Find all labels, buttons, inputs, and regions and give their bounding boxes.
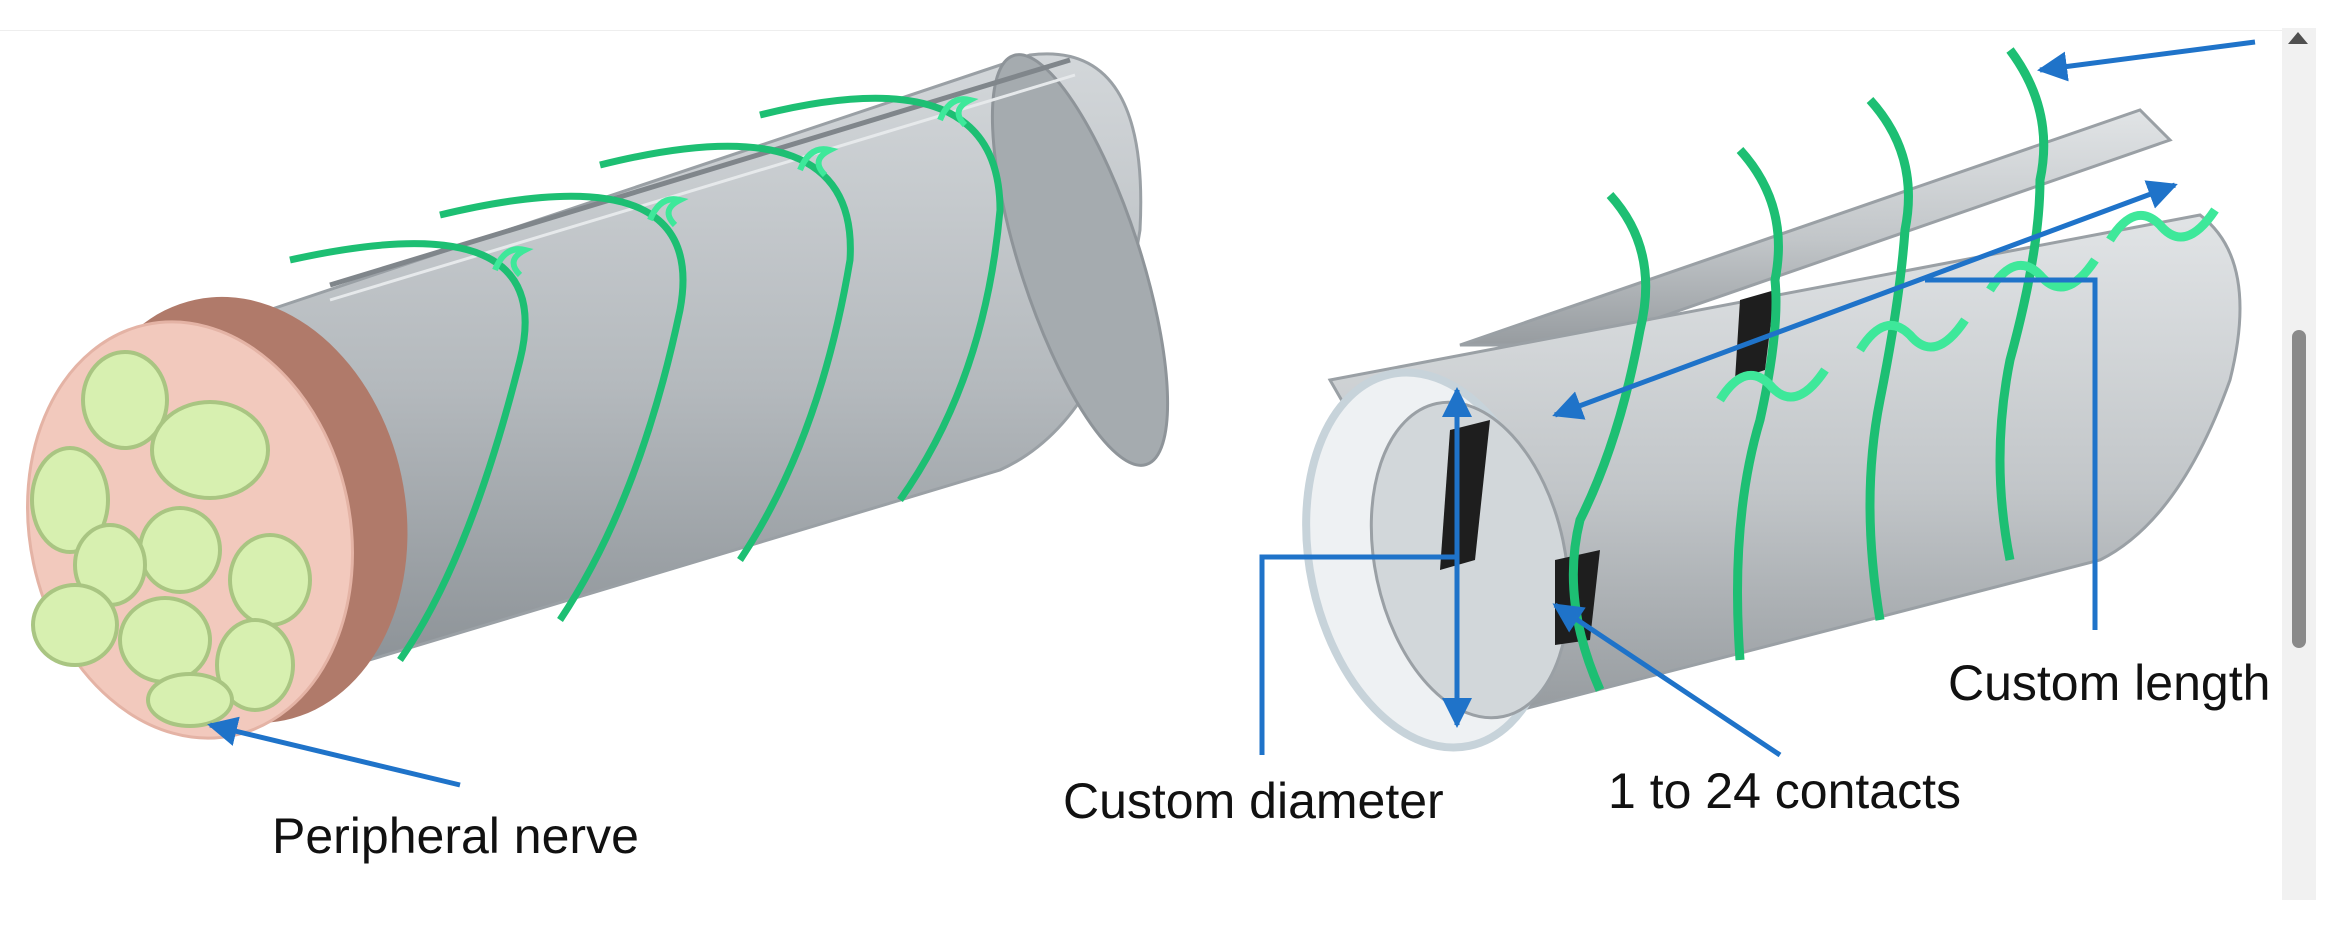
label-custom-diameter: Custom diameter bbox=[1063, 773, 1444, 829]
nerve-arrow bbox=[207, 716, 461, 788]
fascicle bbox=[138, 506, 222, 594]
scroll-up-arrow-icon[interactable] bbox=[2288, 32, 2308, 44]
label-custom-length: Custom length bbox=[1948, 655, 2270, 711]
length-leader bbox=[1925, 277, 2098, 630]
diameter-leader bbox=[1259, 554, 1457, 755]
label-contacts: 1 to 24 contacts bbox=[1608, 763, 1961, 819]
left-helix-hook-2 bbox=[647, 196, 689, 228]
fascicle bbox=[30, 446, 110, 554]
fascicle bbox=[215, 618, 295, 712]
left-helix-1 bbox=[289, 240, 529, 663]
left-helix-hook-3 bbox=[797, 146, 839, 178]
left-cuff-far-end bbox=[990, 53, 1170, 467]
helix-arrow bbox=[2037, 39, 2256, 82]
left-helix-hook-4 bbox=[937, 96, 979, 128]
top-divider bbox=[0, 30, 2282, 31]
fascicle bbox=[81, 350, 169, 450]
left-helix-3 bbox=[599, 142, 854, 562]
fascicle bbox=[146, 672, 234, 728]
left-cuff-assembly bbox=[26, 52, 1170, 740]
annotations bbox=[207, 39, 2256, 788]
fascicle bbox=[31, 583, 119, 667]
scrollbar-thumb[interactable] bbox=[2292, 330, 2306, 648]
left-helix-4 bbox=[759, 94, 1004, 503]
length-arrow bbox=[1552, 180, 2178, 420]
left-helix-2 bbox=[439, 192, 687, 622]
fascicle bbox=[228, 533, 312, 627]
contacts-arrow bbox=[1552, 602, 1782, 758]
fascicle bbox=[150, 400, 270, 500]
label-peripheral-nerve: Peripheral nerve bbox=[272, 808, 639, 864]
left-helix-hook-1 bbox=[492, 246, 534, 278]
left-helix-group bbox=[289, 94, 1004, 663]
fascicle bbox=[118, 596, 212, 684]
nerve-fascicles bbox=[30, 350, 312, 728]
